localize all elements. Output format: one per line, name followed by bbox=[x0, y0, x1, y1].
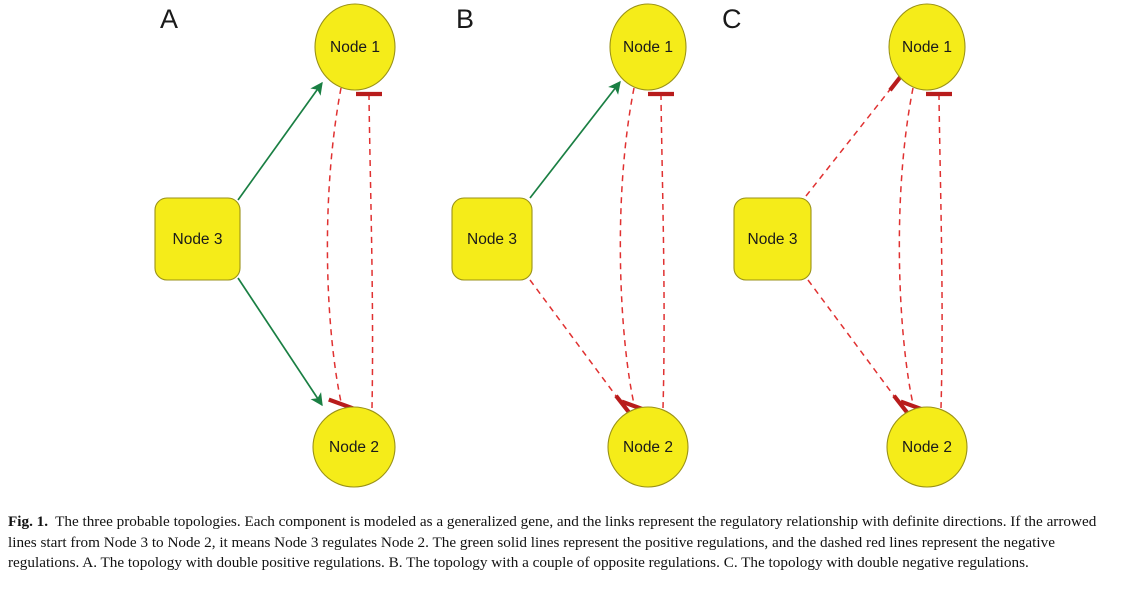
panel-a-node1-label: Node 1 bbox=[330, 39, 380, 56]
panel-c-node1-shape[interactable] bbox=[888, 3, 966, 91]
panel-a-node2-label: Node 2 bbox=[329, 439, 379, 456]
panel-b-letter: B bbox=[456, 4, 474, 34]
panel-b: Node 1 Node 2 Node 3 B bbox=[451, 3, 689, 488]
figure-caption: Fig. 1.The three probable topologies. Ea… bbox=[8, 512, 1120, 574]
panel-a-node3-shape[interactable] bbox=[154, 197, 241, 281]
panel-c-node3-label: Node 3 bbox=[748, 231, 798, 248]
panel-c-node2-shape[interactable] bbox=[886, 406, 968, 488]
panel-b-link-n2-to-n1-negative bbox=[660, 95, 665, 409]
panel-b-node3-shape[interactable] bbox=[451, 197, 533, 281]
panel-b-node2-shape[interactable] bbox=[607, 406, 689, 488]
panel-c-node2-label: Node 2 bbox=[902, 439, 952, 456]
figure-number: Fig. 1. bbox=[8, 513, 49, 530]
panel-b-node2-label: Node 2 bbox=[623, 439, 673, 456]
panel-a-node3-label: Node 3 bbox=[173, 231, 223, 248]
panel-c-link-n2-to-n1-negative bbox=[938, 95, 943, 409]
panel-c-link-n3-to-n1-negative bbox=[805, 81, 897, 197]
panel-b-link-n3-to-n1-positive bbox=[529, 80, 621, 199]
panel-a-link-n1-to-n2-negative bbox=[326, 87, 342, 403]
panel-a-node1-shape[interactable] bbox=[314, 3, 396, 91]
panel-c-letter: C bbox=[722, 4, 742, 34]
panel-a-letter: A bbox=[160, 4, 178, 34]
panel-c: Node 1 Node 2 Node 3 C bbox=[722, 3, 968, 488]
panel-a: Node 1 Node 2 Node 3 A bbox=[154, 3, 396, 488]
panel-c-node3-shape[interactable] bbox=[733, 197, 812, 281]
caption-text: The three probable topologies. Each comp… bbox=[8, 513, 1097, 571]
panel-c-node1-label: Node 1 bbox=[902, 39, 952, 56]
panel-c-link-n3-to-n2-negative bbox=[807, 279, 901, 405]
panel-b-node3-label: Node 3 bbox=[467, 231, 517, 248]
panel-b-node1-label: Node 1 bbox=[623, 39, 673, 56]
panel-b-link-n1-to-n2-negative bbox=[619, 87, 635, 405]
panel-a-link-n3-to-n2-positive bbox=[237, 277, 323, 407]
panel-b-node1-shape[interactable] bbox=[609, 3, 687, 91]
panel-a-link-n3-to-n1-positive bbox=[237, 81, 323, 201]
panel-a-link-n2-to-n1-negative bbox=[368, 95, 374, 409]
panel-a-node2-shape[interactable] bbox=[312, 406, 396, 488]
panel-c-link-n1-to-n2-negative bbox=[898, 87, 914, 405]
panel-b-link-n3-to-n2-negative bbox=[529, 279, 623, 405]
